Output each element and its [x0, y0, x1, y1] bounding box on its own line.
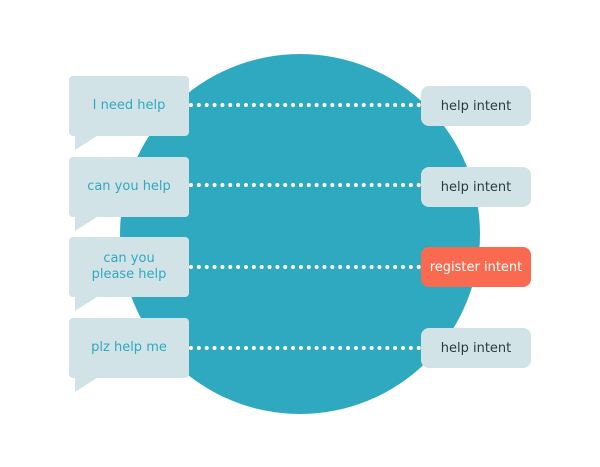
utterance-bubble-1: I need help [69, 76, 189, 150]
connector-line-4 [189, 346, 421, 350]
utterance-bubble-3: can you please help [69, 237, 189, 311]
utterance-text-4: plz help me [91, 340, 167, 355]
speech-bubble-tail [75, 378, 97, 392]
utterance-text-1: I need help [92, 98, 166, 113]
intent-label-3-highlighted: register intent [421, 247, 531, 287]
utterance-bubble-2: can you help [69, 157, 189, 231]
utterance-text-2: can you help [87, 179, 171, 194]
speech-bubble-tail [75, 217, 97, 231]
utterance-text-3: can you please help [91, 251, 167, 282]
intent-label-2: help intent [421, 167, 531, 207]
connector-line-1 [189, 103, 421, 107]
speech-bubble-tail [75, 297, 97, 311]
intent-label-1: help intent [421, 86, 531, 126]
connector-line-3 [189, 265, 421, 269]
speech-bubble-tail [75, 136, 97, 150]
utterance-bubble-4: plz help me [69, 318, 189, 392]
intent-label-4: help intent [421, 328, 531, 368]
connector-line-2 [189, 183, 421, 187]
